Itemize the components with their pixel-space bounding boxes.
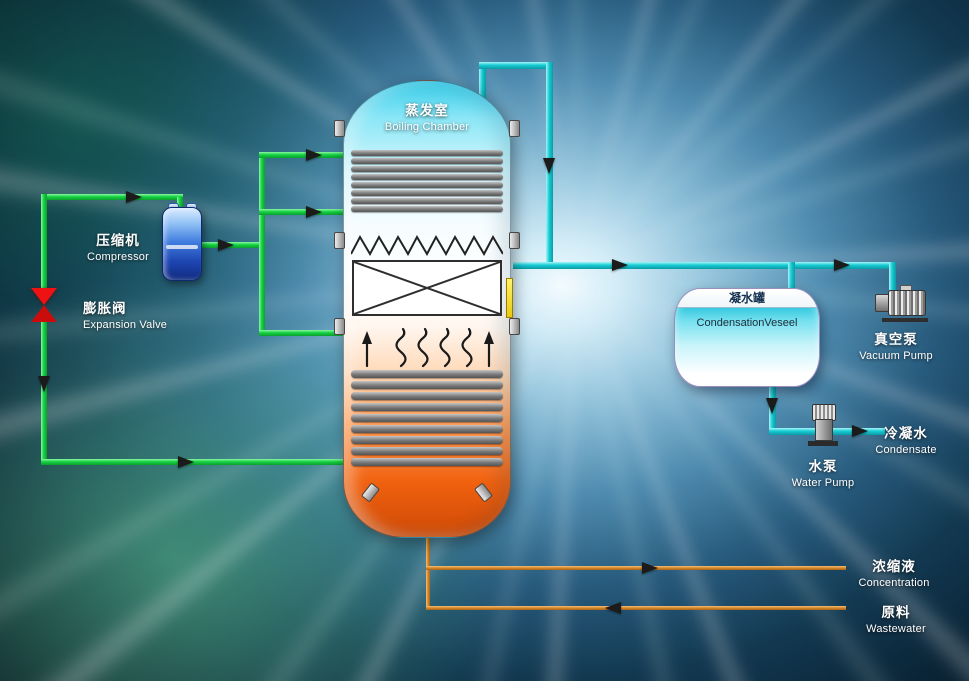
flow-arrow [852,425,868,437]
zigzag-demister [351,234,503,256]
pipe-wastewater [426,606,846,610]
flow-arrow [612,259,628,271]
pipe-refrigerant [259,209,345,215]
expansion-valve-label-en: Expansion Valve [83,319,168,331]
boiling-chamber-vessel [334,80,520,538]
compressor-label-en: Compressor [87,251,149,263]
pipe-vapor [479,62,486,106]
compressor-icon [162,203,202,281]
water-pump-label: 水泵 Water Pump [781,455,865,489]
flow-arrow [642,562,658,574]
vacuum-pump-icon [872,284,930,322]
pipe-refrigerant [41,194,47,290]
vessel-nozzle [509,232,520,249]
vacuum-pump-base [882,318,928,322]
water-pump-body [815,419,833,441]
expansion-valve-label-zh: 膨胀阀 [83,301,127,316]
valve-upper-triangle [31,288,57,305]
flow-arrow [126,191,142,203]
boiling-chamber-label-zh: 蒸发室 [405,103,449,118]
flow-arrow [306,149,322,161]
concentration-label-zh: 浓缩液 [872,559,916,574]
vacuum-pump-label-zh: 真空泵 [874,332,918,347]
water-pump-label-zh: 水泵 [808,459,838,474]
compressor-band [166,245,198,249]
water-pump-label-en: Water Pump [791,477,855,489]
vessel-nozzle [334,232,345,249]
pipe-refrigerant [259,330,345,336]
condensation-vessel-header: 凝水罐 [675,289,819,308]
condensation-vessel: 凝水罐 CondensationVeseel [674,288,820,387]
vacuum-pump-label-en: Vacuum Pump [859,350,933,362]
upper-coil-bundle [351,150,503,214]
condensate-label: 冷凝水 Condensate [860,422,952,456]
compressor-label: 压缩机 Compressor [70,229,166,263]
condensation-vessel-label-zh: 凝水罐 [728,291,765,305]
expansion-valve-icon [31,288,57,322]
compressor-label-zh: 压缩机 [96,233,140,248]
vacuum-pump-label: 真空泵 Vacuum Pump [854,328,938,362]
vacuum-pump-body [888,290,926,316]
vessel-nozzle [509,120,520,137]
condensate-label-zh: 冷凝水 [884,426,928,441]
flow-arrow [605,602,621,614]
boiling-chamber-label-en: Boiling Chamber [384,121,470,133]
condensation-vessel-label-en: CondensationVeseel [696,317,798,329]
concentration-label: 浓缩液 Concentration [842,555,946,589]
wastewater-label-zh: 原料 [881,605,911,620]
flow-arrow [178,456,194,468]
flow-arrow [218,239,234,251]
pipe-refrigerant [259,152,265,336]
vapor-squiggles [362,327,494,368]
lower-coil-bundle [351,370,503,469]
vessel-nozzle [509,318,520,335]
pipe-vapor [513,262,800,269]
concentration-label-en: Concentration [858,577,930,589]
flow-arrow [834,259,850,271]
flow-arrow [766,398,778,414]
condensate-label-en: Condensate [875,444,937,456]
pipe-refrigerant [259,152,345,158]
pipe-vapor [788,262,795,294]
level-gauge [506,278,513,318]
vessel-nozzle [334,120,345,137]
pipe-vapor [889,262,896,290]
pipe-refrigerant [41,194,183,200]
pipe-vapor [479,62,553,69]
pipe-concentration [426,566,846,570]
flow-arrow [306,206,322,218]
pipe-refrigerant [177,197,183,209]
water-pump-base [808,441,838,446]
valve-lower-triangle [31,305,57,322]
compressor-body [162,207,202,281]
wastewater-label-en: Wastewater [866,623,926,635]
pipe-process [426,532,430,610]
wastewater-label: 原料 Wastewater [846,601,946,635]
vessel-nozzle [334,318,345,335]
separator-box [352,260,502,316]
water-pump-icon [806,404,840,450]
separator-cross-lines [353,261,501,315]
boiling-chamber-label: 蒸发室 Boiling Chamber [343,99,511,133]
expansion-valve-label: 膨胀阀 Expansion Valve [83,297,193,331]
flow-arrow [38,376,50,392]
flow-arrow [543,158,555,174]
